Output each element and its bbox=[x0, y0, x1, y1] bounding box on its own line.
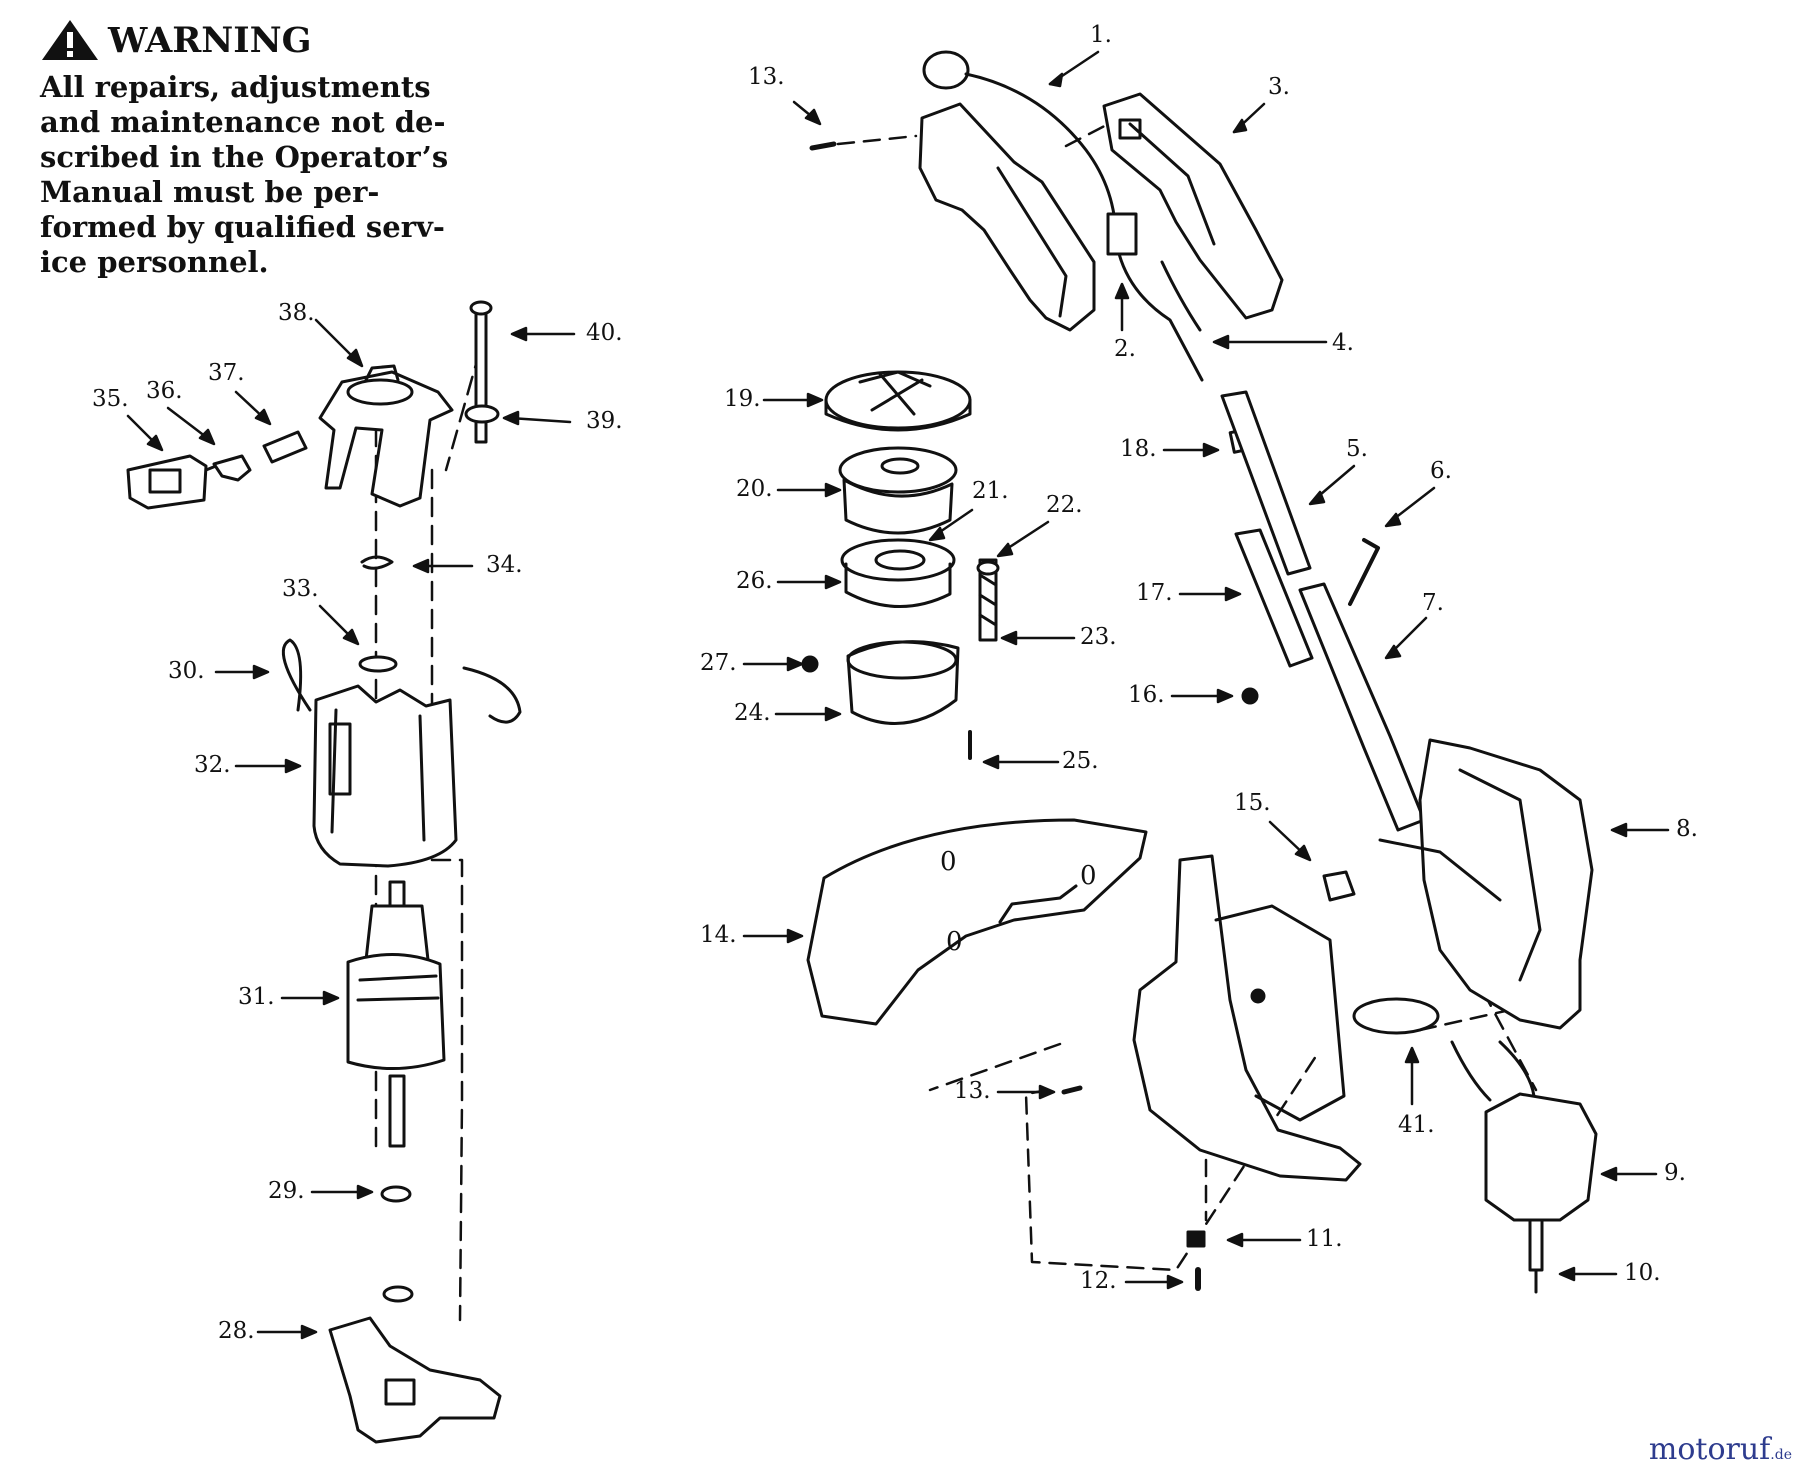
wire-4 bbox=[1160, 260, 1202, 332]
callout-9: 9. bbox=[1664, 1160, 1686, 1186]
brush-switch bbox=[126, 454, 218, 510]
callout-39: 39. bbox=[586, 408, 623, 434]
warning-heading: WARNING bbox=[40, 18, 460, 62]
callout-20: 20. bbox=[736, 476, 773, 502]
callout-18: 18. bbox=[1120, 436, 1157, 462]
long-screw bbox=[469, 300, 493, 444]
nut-16 bbox=[1241, 687, 1259, 705]
washer-39 bbox=[464, 404, 500, 424]
retaining-ring bbox=[360, 555, 394, 570]
clip-15 bbox=[1322, 870, 1356, 902]
washer-29b bbox=[382, 1285, 414, 1303]
callout-25: 25. bbox=[1062, 748, 1099, 774]
callout-15: 15. bbox=[1234, 790, 1271, 816]
lead-wire-left bbox=[281, 638, 312, 712]
callout-13-top: 13. bbox=[748, 64, 785, 90]
brush-clip bbox=[212, 454, 252, 482]
watermark-suffix: .de bbox=[1770, 1447, 1792, 1463]
callout-4: 4. bbox=[1332, 330, 1354, 356]
callout-19: 19. bbox=[724, 386, 761, 412]
switch-2 bbox=[1106, 212, 1138, 256]
callout-23: 23. bbox=[1080, 624, 1117, 650]
callout-26: 26. bbox=[736, 568, 773, 594]
callout-27: 27. bbox=[700, 650, 737, 676]
bearing-bracket bbox=[328, 1316, 502, 1444]
nut-11 bbox=[1186, 1230, 1206, 1248]
upper-tube bbox=[1220, 390, 1312, 576]
callout-11: 11. bbox=[1306, 1226, 1343, 1252]
screw-13-top bbox=[809, 141, 837, 151]
svg-text:0: 0 bbox=[946, 927, 963, 957]
callout-37: 37. bbox=[208, 360, 245, 386]
callout-41: 41. bbox=[1398, 1112, 1435, 1138]
callout-36: 36. bbox=[146, 378, 183, 404]
tube-clamp-17 bbox=[1234, 528, 1314, 668]
callout-24: 24. bbox=[734, 700, 771, 726]
drive-motor bbox=[1450, 1040, 1598, 1294]
handle-half-left bbox=[918, 102, 1096, 332]
screw-6 bbox=[1348, 538, 1380, 606]
watermark: motoruf.de bbox=[1649, 1432, 1792, 1467]
callout-35: 35. bbox=[92, 386, 129, 412]
armature bbox=[346, 880, 446, 1148]
callout-30: 30. bbox=[168, 658, 205, 684]
screw-13-lower bbox=[1061, 1085, 1083, 1095]
lead-wire-right bbox=[462, 666, 522, 724]
washer-33 bbox=[358, 655, 398, 673]
svg-text:0: 0 bbox=[940, 847, 957, 877]
spool-assembly bbox=[801, 370, 1000, 760]
callout-12: 12. bbox=[1080, 1268, 1117, 1294]
callout-17: 17. bbox=[1136, 580, 1173, 606]
callout-16: 16. bbox=[1128, 682, 1165, 708]
callout-6: 6. bbox=[1430, 458, 1452, 484]
watermark-main: motoruf bbox=[1648, 1432, 1771, 1467]
warning-body-text: All repairs, adjustments and maintenance… bbox=[40, 70, 449, 279]
callout-22: 22. bbox=[1046, 492, 1083, 518]
callout-31: 31. bbox=[238, 984, 275, 1010]
callout-21: 21. bbox=[972, 478, 1009, 504]
callout-32: 32. bbox=[194, 752, 231, 778]
callout-13-lower: 13. bbox=[954, 1078, 991, 1104]
housing-half-lower bbox=[1132, 854, 1362, 1182]
brush-holder-bracket bbox=[318, 364, 454, 508]
motor-field-housing bbox=[312, 684, 458, 868]
callout-7: 7. bbox=[1422, 590, 1444, 616]
callout-33: 33. bbox=[282, 576, 319, 602]
callout-10: 10. bbox=[1624, 1260, 1661, 1286]
power-cord bbox=[922, 50, 1204, 382]
warning-triangle-icon bbox=[42, 20, 98, 60]
callout-14: 14. bbox=[700, 922, 737, 948]
carbon-brush bbox=[262, 430, 308, 464]
callout-38: 38. bbox=[278, 300, 315, 326]
callout-3: 3. bbox=[1268, 74, 1290, 100]
motor-housing-half bbox=[1378, 738, 1594, 1030]
svg-text:0: 0 bbox=[1080, 861, 1097, 891]
warning-notice: WARNING All repairs, adjustments and mai… bbox=[40, 18, 460, 280]
o-ring-41 bbox=[1352, 997, 1440, 1035]
callout-28: 28. bbox=[218, 1318, 255, 1344]
grass-guard: 0 0 0 bbox=[806, 818, 1148, 1026]
callout-5: 5. bbox=[1346, 436, 1368, 462]
callout-40: 40. bbox=[586, 320, 623, 346]
callout-8: 8. bbox=[1676, 816, 1698, 842]
callout-2: 2. bbox=[1114, 336, 1136, 362]
callout-arrows bbox=[126, 50, 1670, 1340]
handle-half-right bbox=[1102, 92, 1284, 320]
washer-29 bbox=[380, 1185, 412, 1203]
callout-34: 34. bbox=[486, 552, 523, 578]
callout-29: 29. bbox=[268, 1178, 305, 1204]
warning-title-text: WARNING bbox=[108, 19, 312, 61]
callout-1: 1. bbox=[1090, 22, 1112, 48]
